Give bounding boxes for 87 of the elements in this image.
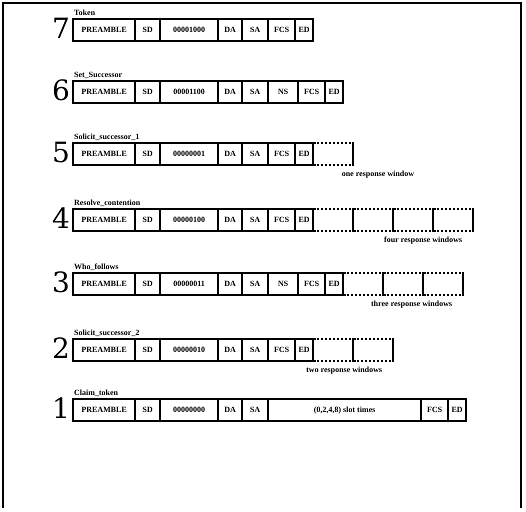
field-label: ED [298, 148, 310, 160]
field-cell [294, 144, 312, 164]
field-label: FCS [274, 214, 290, 226]
field-label: DA [224, 148, 236, 160]
field-label: ED [298, 24, 310, 36]
field-label: SA [250, 148, 260, 160]
field-label: DA [224, 86, 236, 98]
field-label: DA [224, 214, 236, 226]
field-label: DA [224, 344, 236, 356]
field-label: SA [250, 404, 260, 416]
field-cell [294, 20, 312, 40]
field-label: PREAMBLE [81, 214, 127, 226]
field-cell [294, 340, 312, 360]
field-label: DA [224, 24, 236, 36]
frame-number: 3 [52, 269, 70, 297]
field-label: FCS [304, 86, 320, 98]
frame-name: Solicit_successor_2 [74, 328, 140, 338]
window-caption: four response windows [384, 234, 462, 246]
field-label: SD [142, 278, 153, 290]
field-label: SA [250, 344, 260, 356]
field-label: DA [224, 278, 236, 290]
frame-number: 2 [52, 335, 70, 363]
field-label: SD [142, 24, 153, 36]
frame-number: 4 [52, 205, 70, 233]
field-label: SA [250, 86, 260, 98]
field-label: NS [278, 86, 288, 98]
field-label: 00000011 [173, 278, 205, 290]
response-window [354, 338, 394, 362]
field-cell [324, 274, 342, 294]
field-label: ED [298, 214, 310, 226]
field-label: SD [142, 86, 153, 98]
field-label: 00001100 [173, 86, 205, 98]
field-label: SD [142, 214, 153, 226]
field-label: PREAMBLE [81, 344, 127, 356]
field-label: DA [224, 404, 236, 416]
frame-name: Claim_token [74, 388, 118, 398]
frame-name: Solicit_successor_1 [74, 132, 140, 142]
response-window [354, 208, 394, 232]
field-label: ED [328, 86, 340, 98]
field-label: SA [250, 214, 260, 226]
frame-number: 5 [52, 139, 70, 167]
field-label: SA [250, 278, 260, 290]
frame-name: Token [74, 8, 96, 18]
response-window [384, 272, 424, 296]
field-label: SD [142, 344, 153, 356]
field-label: 00001000 [173, 24, 205, 36]
field-label: ED [328, 278, 340, 290]
field-cell [324, 82, 342, 102]
response-window [424, 272, 464, 296]
field-label: PREAMBLE [81, 148, 127, 160]
field-label: 00000100 [173, 214, 205, 226]
frame-name: Resolve_contention [74, 198, 140, 208]
field-label: 00000010 [173, 344, 205, 356]
window-caption: two response windows [306, 364, 382, 376]
field-label: ED [451, 404, 463, 416]
response-window [434, 208, 474, 232]
field-label: SD [142, 404, 153, 416]
window-caption: one response window [342, 168, 414, 180]
window-caption: three response windows [370, 298, 452, 310]
field-label: 00000001 [173, 148, 205, 160]
frame-number: 7 [52, 15, 70, 43]
field-label: PREAMBLE [81, 86, 127, 98]
response-window [314, 208, 354, 232]
field-label: FCS [426, 404, 442, 416]
field-label: SA [250, 24, 260, 36]
response-window [394, 208, 434, 232]
field-label: (0,2,4,8) slot times [314, 404, 376, 416]
frame-name: Set_Successor [74, 70, 122, 80]
field-label: FCS [304, 278, 320, 290]
frame-number: 1 [52, 395, 70, 423]
field-label: 00000000 [173, 404, 205, 416]
field-label: PREAMBLE [81, 404, 127, 416]
field-label: FCS [274, 24, 290, 36]
field-label: NS [278, 278, 288, 290]
response-window [344, 272, 384, 296]
field-label: PREAMBLE [81, 278, 127, 290]
field-cell [447, 400, 465, 420]
field-cell [294, 210, 312, 230]
frame-number: 6 [52, 77, 70, 105]
field-label: PREAMBLE [81, 24, 127, 36]
field-label: ED [298, 344, 310, 356]
response-window [314, 142, 354, 166]
frame-name: Who_follows [74, 262, 118, 272]
response-window [314, 338, 354, 362]
field-label: SD [142, 148, 153, 160]
field-label: FCS [274, 148, 290, 160]
field-label: FCS [274, 344, 290, 356]
